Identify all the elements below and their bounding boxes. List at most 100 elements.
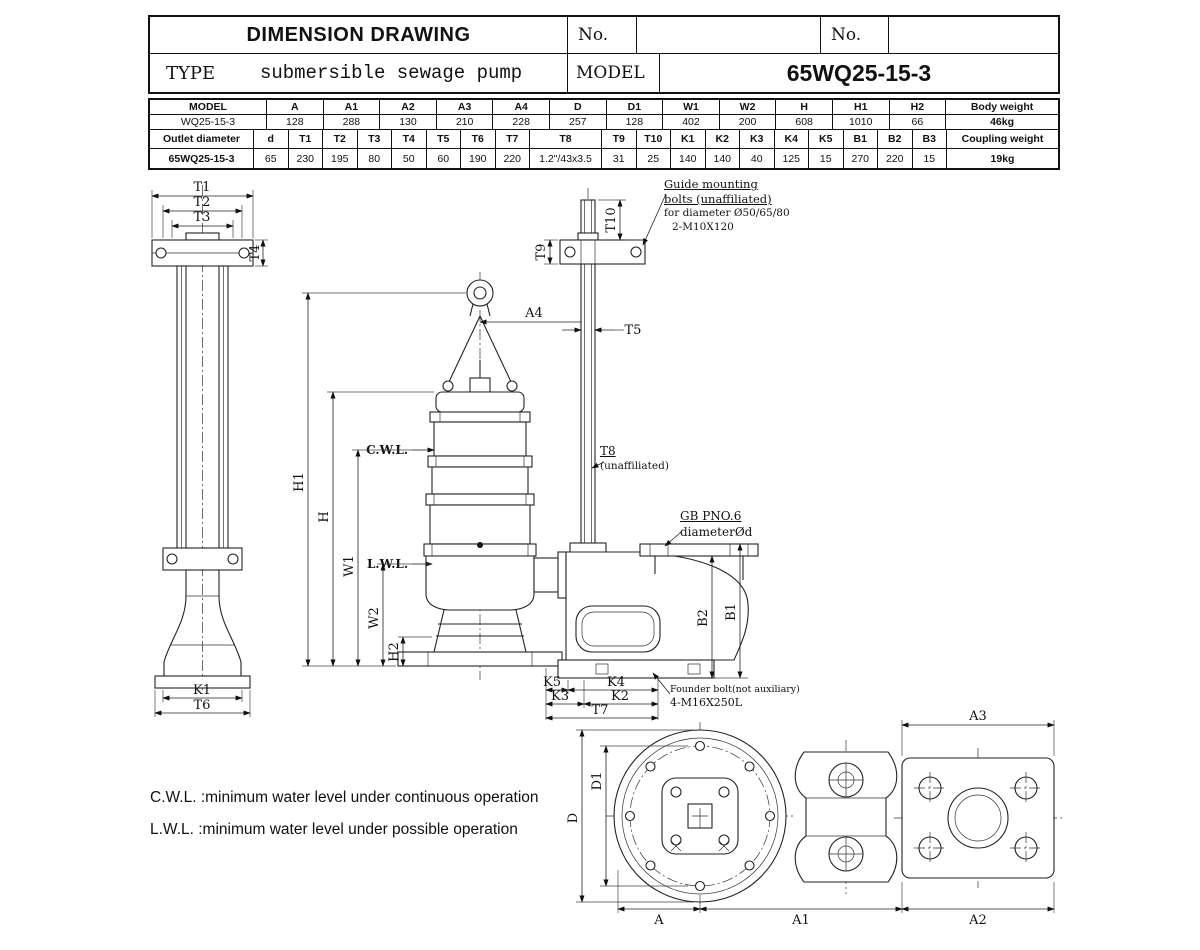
header-cell: H (776, 100, 833, 115)
header-cell: A (267, 100, 324, 115)
note-line: 4-M16X250L (670, 696, 743, 710)
dim-label-a2: A2 (968, 913, 987, 928)
guide-rail-front-view: T1 T2 T3 T4 K1 T6 (151, 180, 268, 717)
header-cell: T10 (636, 130, 671, 149)
dim-label-t3: T3 (194, 210, 211, 225)
header-cell: MODEL (150, 100, 267, 115)
dim-label-w2: W2 (367, 607, 382, 629)
dim-label-w1: W1 (342, 555, 357, 577)
header-cell: A3 (436, 100, 494, 115)
dim-label-d: D (566, 813, 581, 823)
note-line: Founder bolt(not auxiliary) (670, 684, 800, 695)
dim-label-t6: T6 (194, 698, 211, 713)
header-cell: T8 (530, 130, 602, 149)
header-cell: T5 (426, 130, 461, 149)
header-cell: K5 (809, 130, 844, 149)
dim-label-t9: T9 (534, 244, 549, 261)
header-cell: A4 (493, 100, 550, 115)
dim-label-k1: K1 (193, 683, 211, 698)
cwl-legend-note: C.W.L. :minimum water level under contin… (150, 789, 539, 806)
value-cell: 125 (775, 149, 809, 168)
value-cell: 140 (706, 149, 740, 168)
dim-label-k4: K4 (607, 675, 625, 690)
dim-label-a3: A3 (968, 709, 987, 724)
type-label: TYPE (166, 62, 216, 84)
gb-flange-note: GB PNO.6 diameterØd (680, 509, 752, 540)
type-cell: TYPE submersible sewage pump (150, 54, 568, 92)
header-cell: K1 (671, 130, 706, 149)
value-cell: 220 (878, 149, 913, 168)
body-weight-value: 46kg (946, 115, 1058, 130)
value-cell: 65 (254, 149, 289, 168)
dim-label-t10: T10 (604, 207, 619, 232)
no-label-2: No. (821, 17, 889, 53)
dim-label-t2: T2 (194, 195, 211, 210)
table-row-outlet-headers: Outlet diameter d T1 T2 T3 T4 T5 T6 T7 T… (150, 130, 1058, 149)
no-value-2 (889, 17, 1058, 53)
dim-label-k5: K5 (543, 675, 561, 690)
title-block: DIMENSION DRAWING No. No. TYPE submersib… (148, 15, 1060, 94)
header-cell: Body weight (946, 100, 1058, 115)
header-cell: W2 (719, 100, 777, 115)
header-cell: W1 (663, 100, 720, 115)
header-cell: Coupling weight (947, 130, 1058, 149)
outlet-model-value: 65WQ25-15-3 (150, 149, 254, 168)
value-cell: 128 (606, 115, 664, 130)
note-line: 2-M10X120 (672, 220, 734, 233)
value-cell: 608 (776, 115, 833, 130)
value-cell: 190 (461, 149, 496, 168)
table-row-model-values: WQ25-15-3 128 288 130 210 228 257 128 40… (150, 115, 1058, 130)
dimension-table: MODEL A A1 A2 A3 A4 D D1 W1 W2 H H1 H2 B… (148, 98, 1060, 170)
value-cell: 288 (323, 115, 381, 130)
header-cell: A1 (323, 100, 381, 115)
header-cell: D1 (606, 100, 664, 115)
header-cell: T1 (288, 130, 323, 149)
dim-label-h: H (317, 511, 332, 522)
type-value: submersible sewage pump (259, 62, 523, 84)
value-cell: 15 (913, 149, 947, 168)
dim-label-a1: A1 (791, 913, 810, 928)
pump-side-view: C.W.L. L.W.L. H1 H W1 W2 H2 A4 (292, 272, 589, 680)
value-cell: 40 (740, 149, 775, 168)
header-cell: T6 (461, 130, 496, 149)
dim-label-t4: T4 (248, 245, 263, 262)
title-block-row-2: TYPE submersible sewage pump MODEL 65WQ2… (150, 54, 1058, 92)
value-cell: 25 (637, 149, 671, 168)
value-cell: 1010 (832, 115, 890, 130)
value-cell: 270 (844, 149, 878, 168)
dim-label-k2: K2 (611, 689, 629, 704)
dim-label-a: A (653, 913, 664, 928)
founder-bolt-note: Founder bolt(not auxiliary) 4-M16X250L (670, 684, 800, 711)
note-line: diameterØd (680, 524, 753, 539)
header-cell: H1 (832, 100, 890, 115)
value-cell: WQ25-15-3 (150, 115, 267, 130)
no-value-1 (637, 17, 821, 53)
model-label: MODEL (568, 54, 660, 92)
value-cell: 210 (436, 115, 494, 130)
dim-label-a4: A4 (524, 306, 543, 321)
header-cell: K3 (740, 130, 775, 149)
value-cell: 200 (719, 115, 777, 130)
value-cell: 195 (323, 149, 358, 168)
dim-label-h2: H2 (387, 642, 402, 662)
dim-label-d1: D1 (590, 772, 605, 791)
header-cell: Outlet diameter (150, 130, 254, 149)
lwl-legend-note: L.W.L. :minimum water level under possib… (150, 821, 518, 838)
value-cell: 15 (809, 149, 844, 168)
title-block-row-1: DIMENSION DRAWING No. No. (150, 17, 1058, 54)
dim-label-b2: B2 (696, 609, 711, 627)
header-cell: T4 (392, 130, 427, 149)
dim-label-h1: H1 (292, 472, 307, 492)
header-cell: K4 (774, 130, 809, 149)
model-value: 65WQ25-15-3 (786, 59, 932, 86)
header-cell: B2 (878, 130, 913, 149)
outlet-flange-top-view: A3 A A1 A2 (617, 709, 1062, 928)
dim-label-k3: K3 (551, 689, 569, 704)
note-line: bolts (unaffiliated) (664, 191, 772, 206)
note-line: (unaffiliated) (600, 459, 669, 472)
t8-pipe-note: T8 (unaffiliated) (600, 444, 669, 473)
drawing-title: DIMENSION DRAWING (150, 17, 568, 53)
value-cell: 60 (427, 149, 461, 168)
dim-label-t7: T7 (592, 703, 609, 718)
